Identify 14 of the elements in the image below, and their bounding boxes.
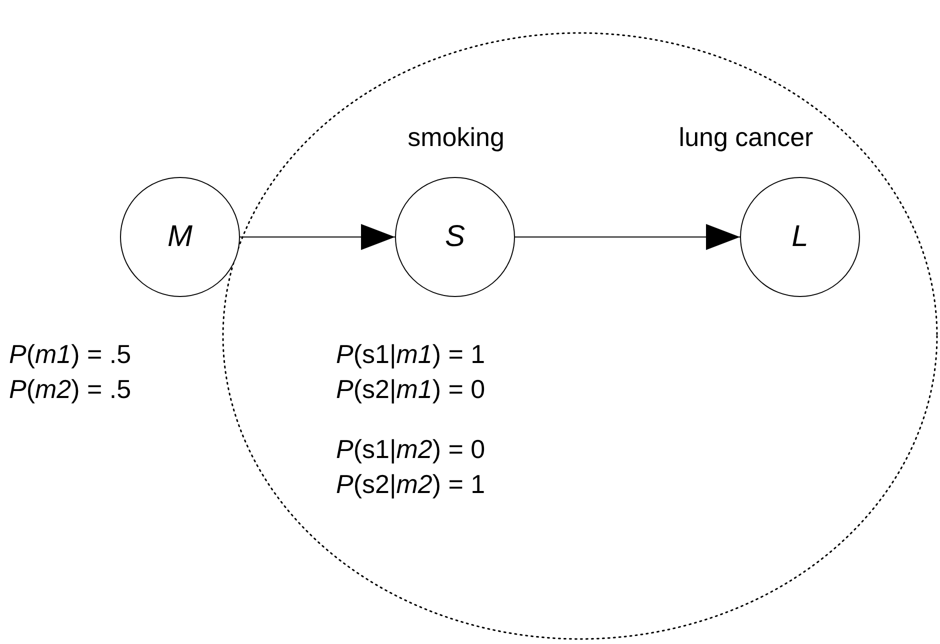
node-label: M xyxy=(168,222,192,252)
arrow xyxy=(514,224,740,250)
probability-text: P(s2|m1) = 0 xyxy=(336,373,486,406)
probability-text: P(s1|m1) = 1 xyxy=(336,338,486,370)
probability-text: P(m2) = .5 xyxy=(9,373,132,406)
node-label: L xyxy=(792,222,808,252)
arrow xyxy=(240,224,396,250)
probability-text: P(m1) = .5 xyxy=(9,338,132,370)
probability-text: P(s1|m2) = 0 xyxy=(336,433,486,466)
probability-text: P(s2|m2) = 1 xyxy=(336,468,486,500)
node-label: S xyxy=(444,222,465,252)
dotted-ellipse xyxy=(222,32,938,640)
node-caption: smoking xyxy=(408,121,504,154)
node-caption: lung cancer xyxy=(678,121,814,154)
